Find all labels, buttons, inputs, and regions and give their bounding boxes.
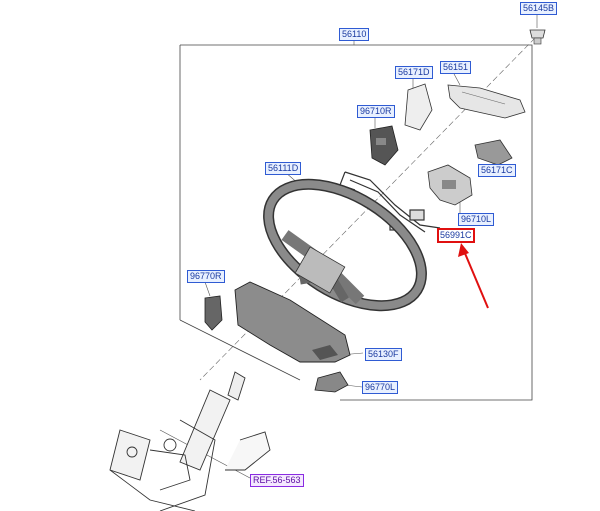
label-56171c[interactable]: 56171C [478,164,516,177]
switch-96710r [369,125,399,166]
bolt-56145b [529,29,546,45]
switch-96710l [427,164,473,206]
label-56130f[interactable]: 56130F [365,348,402,361]
switch-96770r [204,295,223,331]
label-96710r[interactable]: 96710R [357,105,395,118]
steering-column [109,371,271,511]
label-56991c[interactable]: 56991C [437,228,475,243]
label-96770r[interactable]: 96770R [187,270,225,283]
cover-56130f [234,281,351,363]
label-96710l[interactable]: 96710L [458,213,495,226]
label-96770l[interactable]: 96770L [362,381,399,394]
ref-link-56-563[interactable]: REF.56-563 [250,474,304,487]
switch-96770l [314,371,349,393]
cover-56171c [474,139,513,166]
label-56110[interactable]: 56110 [339,28,370,41]
highlight-arrow [458,243,489,309]
label-56171d[interactable]: 56171D [395,66,433,79]
label-56145b[interactable]: 56145B [520,2,558,15]
steering-wheel-56111d [263,178,427,312]
cover-56171d [404,83,433,131]
assembly-frame [179,44,533,401]
label-56111d[interactable]: 56111D [265,162,302,175]
cover-56151 [447,84,526,119]
label-56151[interactable]: 56151 [440,61,472,74]
